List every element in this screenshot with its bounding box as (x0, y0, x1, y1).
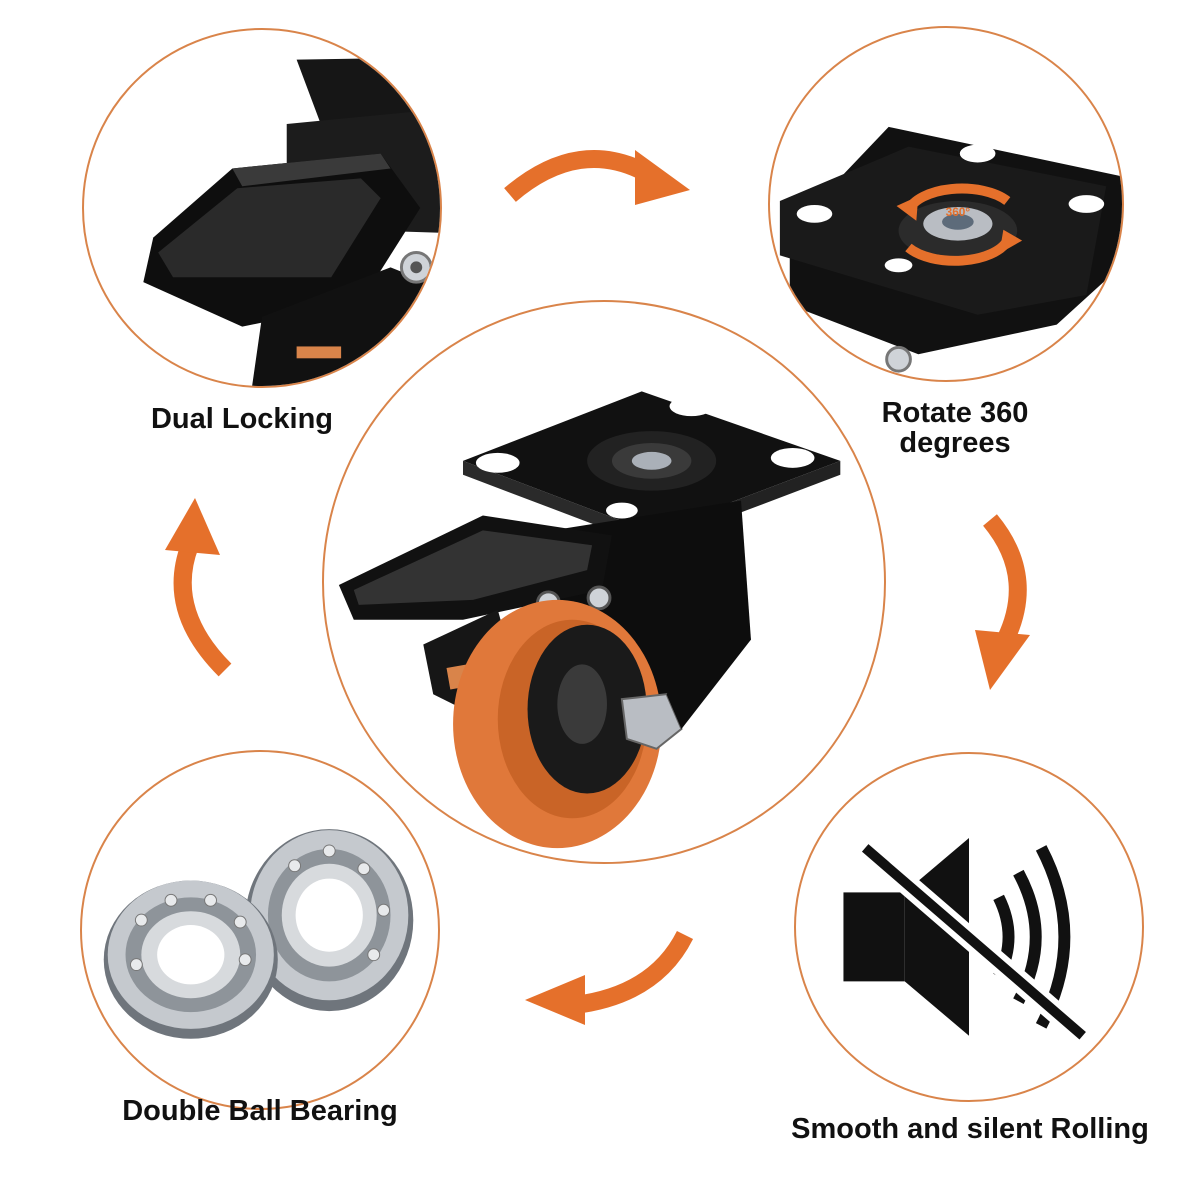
silent-rolling-circle (794, 752, 1144, 1102)
dual-locking-label: Dual Locking (150, 403, 334, 435)
rotate-360-circle: 360° (768, 26, 1124, 382)
plate-marking: 360° (946, 205, 971, 219)
ball-bearing-label: Double Ball Bearing (122, 1095, 398, 1127)
arrow-left (150, 490, 240, 680)
caster-wheel-icon (338, 391, 841, 849)
caster-wheel-circle (322, 300, 886, 864)
silent-rolling-label: Smooth and silent Rolling (791, 1113, 1149, 1145)
curved-arrow-icon (525, 930, 694, 1025)
dual-locking-circle (82, 28, 442, 388)
ball-bearing-icon (103, 829, 414, 1039)
arrow-top (500, 140, 700, 210)
mute-speaker-icon (843, 838, 1090, 1044)
curved-arrow-icon (504, 150, 690, 205)
rotate-360-label-line2: degrees (899, 427, 1011, 459)
rotate-360-label-line1: Rotate 360 (881, 397, 1029, 429)
arrow-right (965, 510, 1045, 700)
curved-arrow-icon (165, 498, 232, 677)
rotate-360-icon: 360° (779, 126, 1122, 373)
dual-locking-icon (143, 57, 440, 386)
curved-arrow-icon (975, 514, 1030, 690)
ball-bearing-circle (80, 750, 440, 1110)
arrow-bottom (515, 925, 695, 1030)
